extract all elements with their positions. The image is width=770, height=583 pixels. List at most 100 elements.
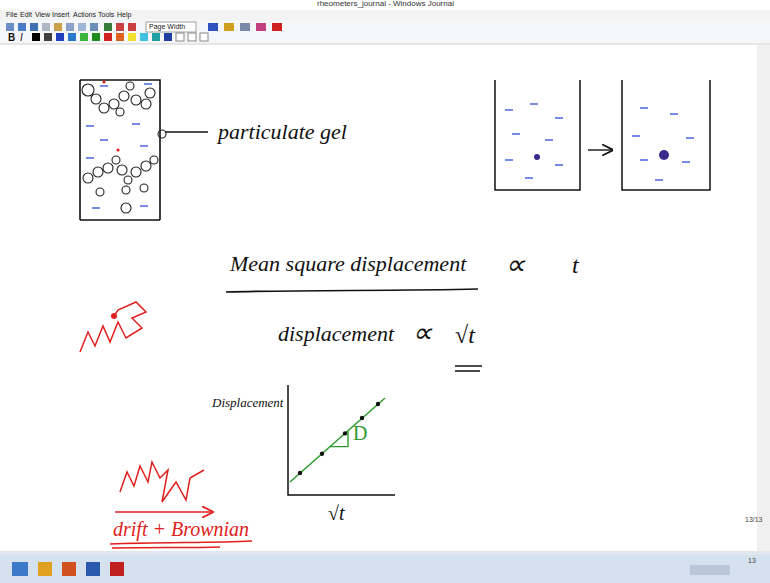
solvent-dash [555, 117, 563, 118]
particle [150, 156, 158, 164]
solvent-dash [670, 113, 678, 114]
beaker [495, 80, 580, 190]
particle [99, 103, 109, 113]
data-point [360, 416, 364, 420]
solvent-dash [144, 83, 152, 84]
app-icon [86, 562, 100, 576]
tool-icon [66, 23, 74, 31]
app-icon [62, 562, 76, 576]
tool-icon [256, 23, 266, 31]
leader-line [165, 131, 208, 132]
particle [141, 99, 151, 109]
particle [141, 161, 151, 171]
variable: t [572, 252, 579, 278]
window-title: rheometers_journal - Windows Journal [317, 0, 454, 9]
solvent-dash [525, 177, 533, 178]
toolbar-edge [0, 44, 770, 45]
tool-icon [272, 23, 282, 31]
gel-box [80, 80, 160, 220]
solvent-dash [655, 179, 663, 180]
menu-item: Edit [20, 11, 32, 19]
tool-icon [18, 23, 26, 31]
tool-icon [42, 23, 50, 31]
solvent-dash [640, 159, 648, 160]
drift-arrow [115, 511, 212, 513]
solvent-dash [92, 207, 100, 208]
graph-axes [288, 385, 395, 495]
particle [158, 130, 166, 138]
swatch [188, 33, 196, 41]
solvent-dash [555, 164, 563, 165]
walker-dot [111, 313, 117, 319]
particle [122, 186, 130, 194]
solvent-dash [682, 161, 690, 162]
tool-icon [6, 23, 14, 31]
swatch [68, 33, 76, 41]
solvent-dash [505, 159, 513, 160]
solvent-dash [100, 85, 108, 86]
data-point [320, 452, 324, 456]
menu-item: Help [117, 11, 131, 19]
start-icon [12, 562, 28, 576]
tool-icon [30, 23, 38, 31]
page-count: 13/13 [745, 516, 763, 524]
change-arrow [588, 149, 612, 150]
particles [82, 82, 166, 213]
swatch [80, 33, 88, 41]
bold-button: B [8, 32, 15, 43]
drift-walk [120, 462, 204, 502]
proportional-sign: ∝ [505, 250, 525, 281]
solvent-dash [632, 135, 640, 136]
menu-item: File [6, 11, 17, 19]
tool-icon [240, 23, 250, 31]
tracer-dot [116, 148, 119, 151]
app-icon [38, 562, 52, 576]
data-point [376, 402, 380, 406]
solvent-dash [505, 109, 513, 110]
menu-item: Actions [73, 11, 96, 19]
data-points [298, 402, 380, 475]
particle [82, 84, 94, 96]
note: drift + Brownian [113, 518, 249, 540]
swatch [32, 33, 40, 41]
particle [109, 99, 119, 109]
zoom-dropdown [146, 22, 196, 32]
menu-bar [0, 10, 770, 20]
menu-item: Tools [98, 11, 114, 19]
toolbar [0, 20, 770, 44]
color-swatches [32, 33, 208, 41]
taskbar-icons [12, 562, 730, 576]
app-icon [110, 562, 124, 576]
gel-label: particulate gel [218, 120, 347, 144]
particle [112, 156, 120, 164]
solvent-dashes [505, 104, 694, 180]
particle [83, 173, 93, 183]
double-underline [455, 366, 482, 371]
zoom-value: Page Width [149, 23, 185, 31]
variable: √t [455, 322, 475, 348]
solvent-dash [530, 103, 538, 104]
swatch [56, 33, 64, 41]
tool-icon [90, 23, 98, 31]
axis-label: Displacement [212, 396, 283, 410]
tool-icon [116, 23, 124, 31]
taskbar [0, 555, 770, 583]
tray-icons [690, 565, 730, 575]
tool-icon [54, 23, 62, 31]
tracer-dot [102, 80, 105, 83]
menu-item: View [35, 11, 50, 19]
solvent-dash [512, 133, 520, 134]
tool-icon [78, 23, 86, 31]
title-bar [0, 0, 770, 10]
beaker [622, 80, 710, 190]
equation-term: displacement [278, 322, 394, 346]
solvent-dash [140, 145, 148, 146]
data-point [343, 431, 347, 435]
underline [110, 541, 252, 548]
particle [140, 184, 148, 192]
underline [226, 289, 478, 292]
swatch [128, 33, 136, 41]
solvent-dashes [86, 84, 152, 208]
particle [93, 167, 103, 177]
